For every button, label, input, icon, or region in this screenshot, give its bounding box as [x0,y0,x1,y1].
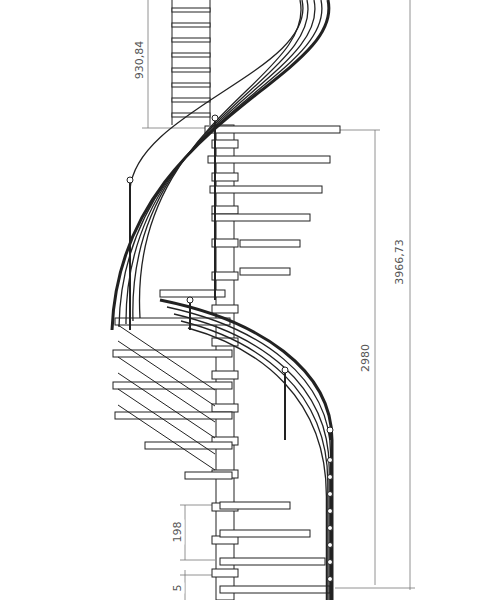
dimension-line [375,130,376,585]
ladder-rung [172,53,210,57]
dimension-value: 198 [172,520,184,545]
baluster [284,370,286,440]
stair-tread [115,318,230,325]
baluster [129,180,131,330]
dimension-line [185,570,186,600]
ladder-rung [172,98,210,102]
dimension-value: 2980 [360,342,372,374]
rail-bracket [328,492,333,497]
stair-tread [212,214,310,221]
dimension-value: 3966,73 [394,237,406,287]
extension-line [180,575,215,576]
dimension-line [185,505,186,560]
rail-bar [118,341,215,406]
post-cap [212,115,218,121]
rail-bracket [328,509,333,514]
stair-tread [220,586,330,593]
stair-tread [240,268,290,275]
extension-line [142,128,205,129]
rail-bracket [328,560,333,565]
baluster [214,118,216,300]
extension-line [340,130,380,131]
rail-bracket [328,577,333,582]
post-cap [327,427,333,433]
rail-bracket [328,475,333,480]
stair-tread [210,186,322,193]
post-cap [187,297,193,303]
stair-tread [220,502,290,509]
rail-bar [118,405,215,470]
dimension-lines [142,0,415,600]
rail-bracket [328,543,333,548]
dimension-line [148,0,149,128]
ladder-rung [172,38,210,42]
pole-collar [212,569,238,577]
upper-ladder [172,0,210,125]
pole-collar [212,305,238,313]
upper-handrail [126,0,315,324]
rail-bar [118,389,215,454]
ladder-stile [210,0,211,125]
extension-line [335,588,415,589]
handrails [112,0,332,600]
stair-tread [220,558,325,565]
post-cap [282,367,288,373]
inner-rail [130,0,303,190]
extension-line [180,560,215,561]
lower-handrail [181,321,328,600]
stair-tread [205,126,340,133]
rail-bar [118,373,215,438]
rail-bar [118,357,215,422]
post-cap [127,177,133,183]
stair-tread [240,240,300,247]
ladder-rung [172,23,210,27]
pole-collar [212,404,238,412]
dimension-value: 930,84 [134,39,146,82]
dimension-line [410,0,411,590]
ladder-rung [172,83,210,87]
upper-handrail [139,0,301,318]
upper-handrail [112,0,329,330]
stair-tread [145,442,232,449]
stair-tread [113,382,232,389]
pole-body [216,125,234,600]
stair-tread [113,350,232,357]
rail-bracket [328,526,333,531]
stair-tread [115,412,232,419]
dimension-value: 5 [172,583,184,594]
pole-collar [212,338,238,346]
stair-tread [220,530,310,537]
extension-line [180,505,215,506]
ladder-rung [172,8,210,12]
rail-bracket [328,458,333,463]
treads [113,126,340,593]
stair-tread [208,156,330,163]
stair-tread [185,472,232,479]
lower-handrail [188,328,326,600]
baluster [189,300,191,330]
lower-handrail [174,314,329,600]
ladder-rung [172,68,210,72]
balusters [127,115,333,582]
rail-bar [118,325,215,390]
ladder-stile [172,0,173,125]
lower-handrail [167,307,331,600]
pole-collar [212,371,238,379]
upper-handrail [119,0,322,327]
